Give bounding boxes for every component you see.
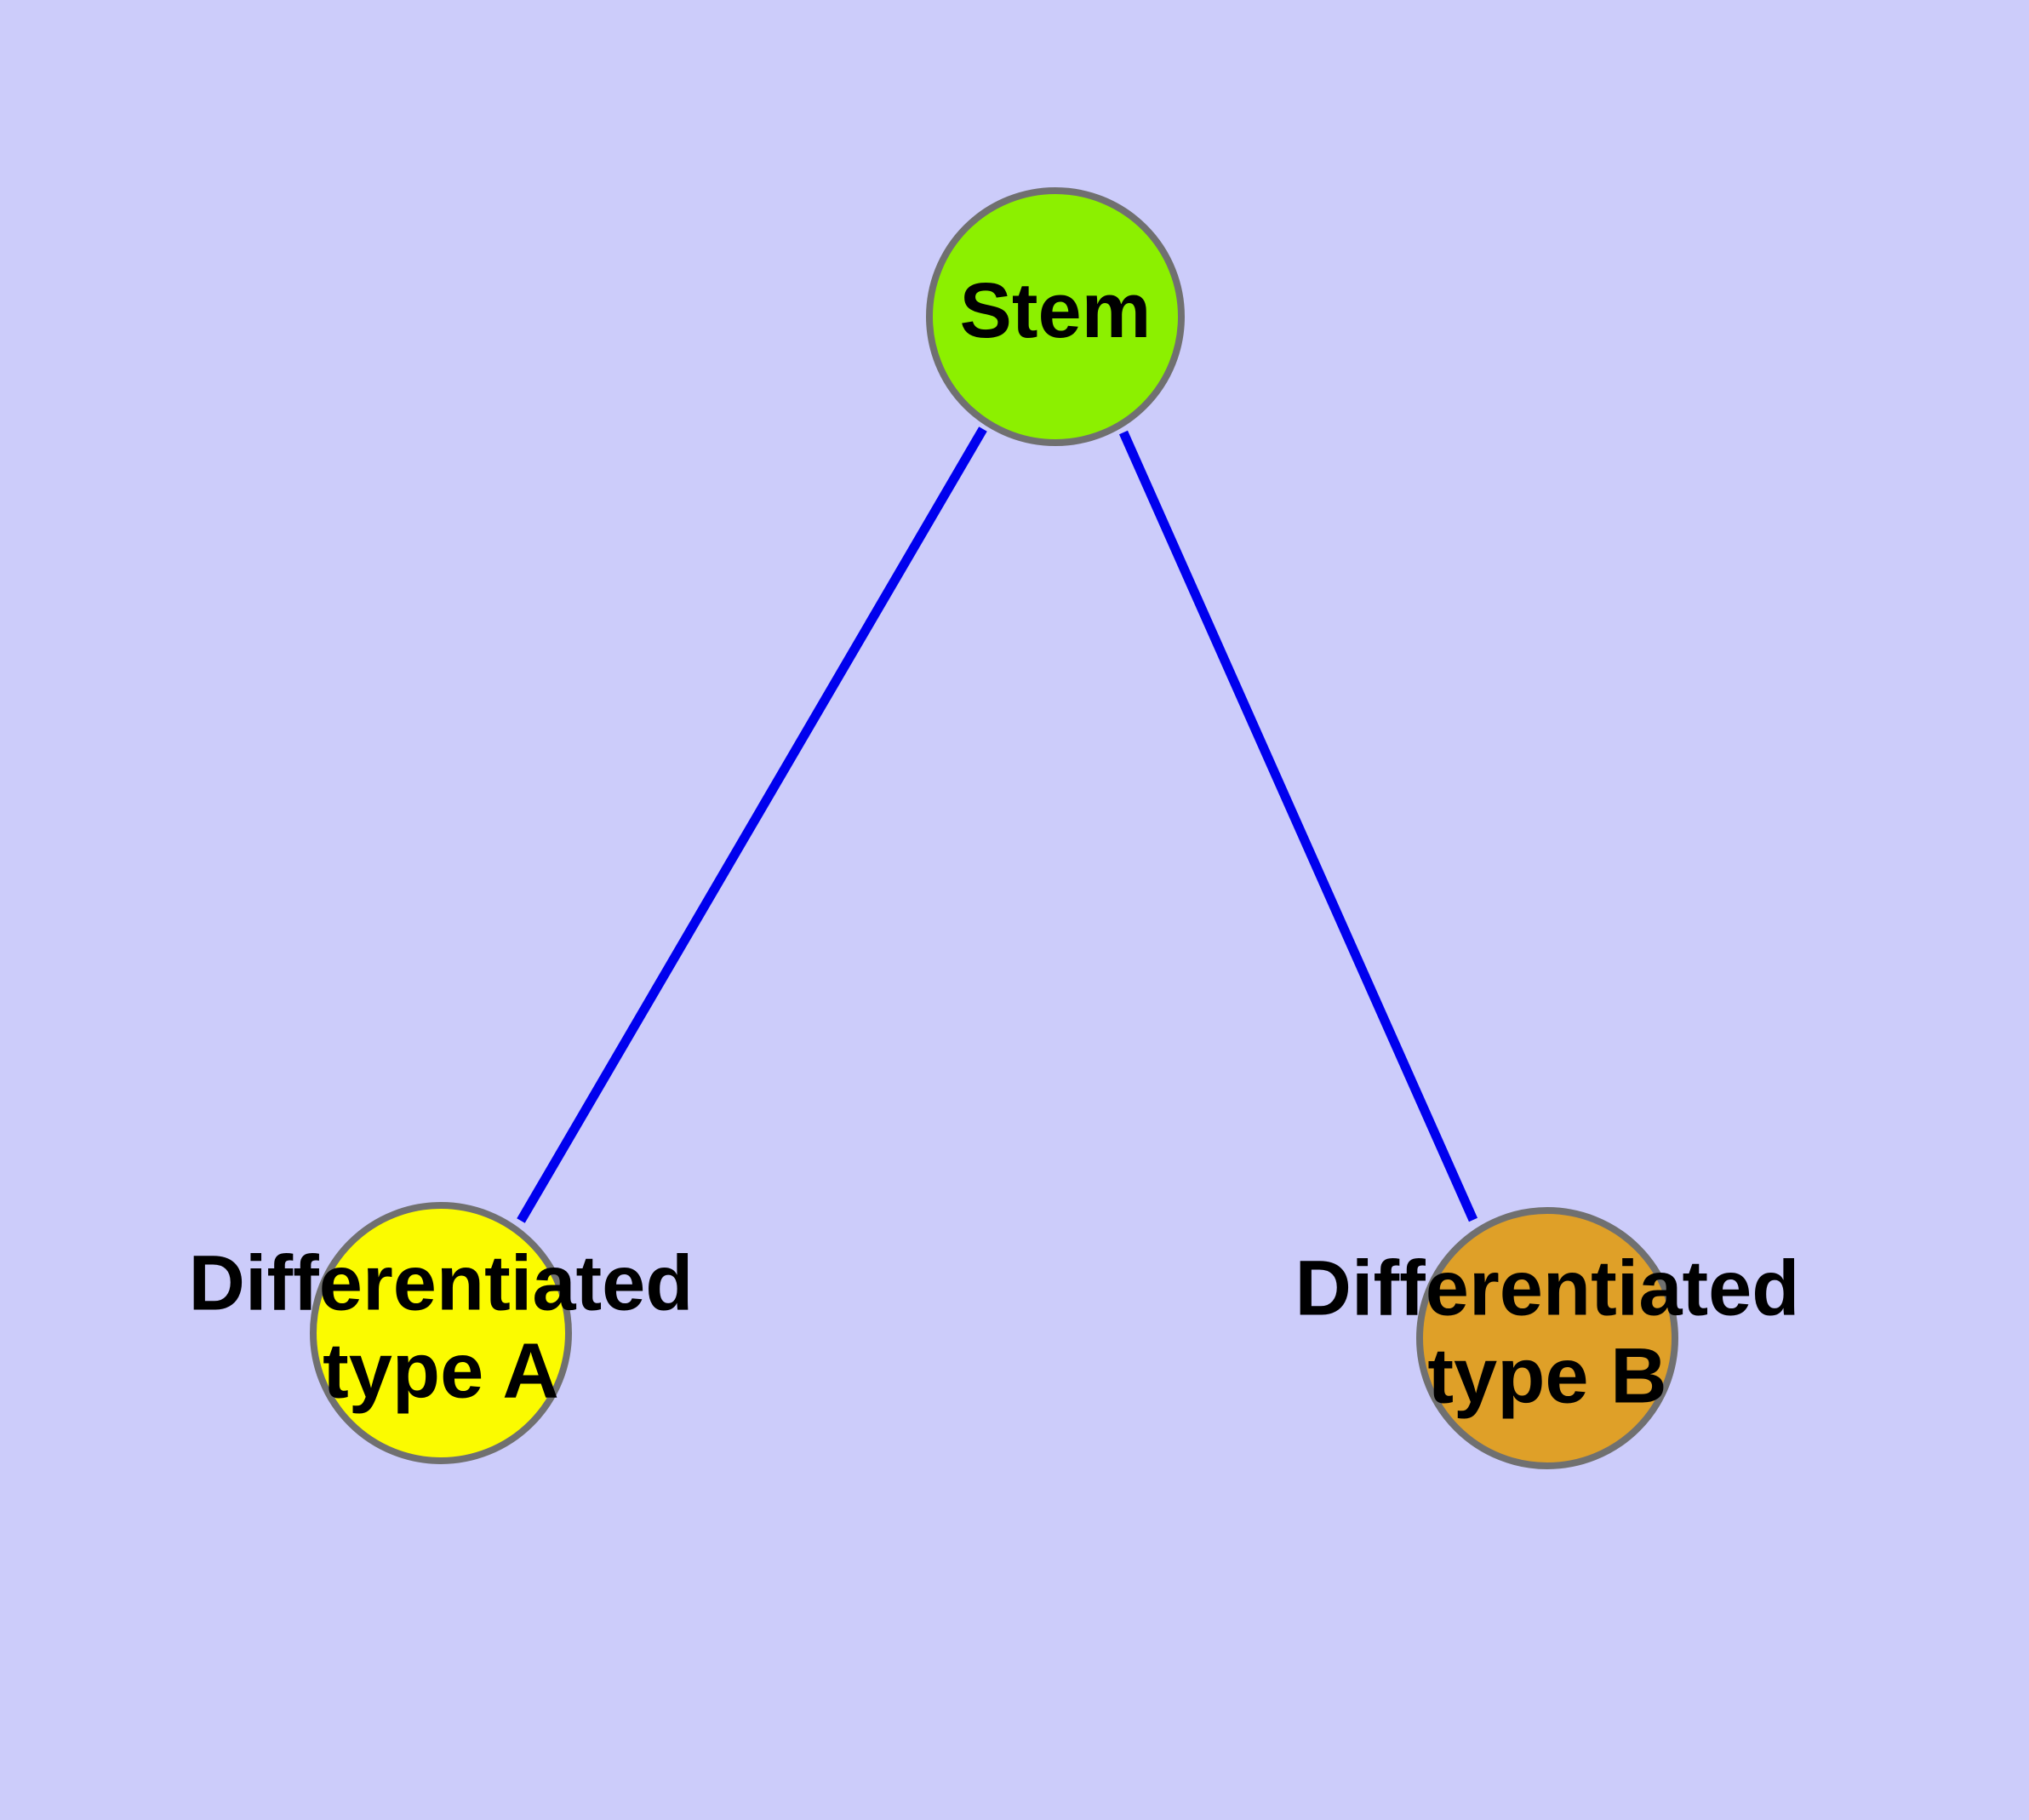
node-diff_a[interactable] [310, 1202, 572, 1464]
node-stem[interactable] [926, 187, 1185, 446]
node-label-line: Differentiated [1295, 1245, 1800, 1332]
edge-stem-to-diff-b[interactable] [1118, 430, 1478, 1222]
node-label-line: type B [1427, 1333, 1666, 1420]
node-label-line: Differentiated [189, 1240, 694, 1327]
node-label-line: Stem [960, 267, 1152, 354]
node-label-stem: Stem [960, 267, 1152, 354]
edge-stem-to-diff-a[interactable] [517, 426, 987, 1223]
edges-layer [517, 426, 1478, 1223]
node-diff_b[interactable] [1416, 1207, 1678, 1469]
node-label-line: type A [323, 1328, 559, 1415]
nodes-layer [310, 187, 1678, 1469]
